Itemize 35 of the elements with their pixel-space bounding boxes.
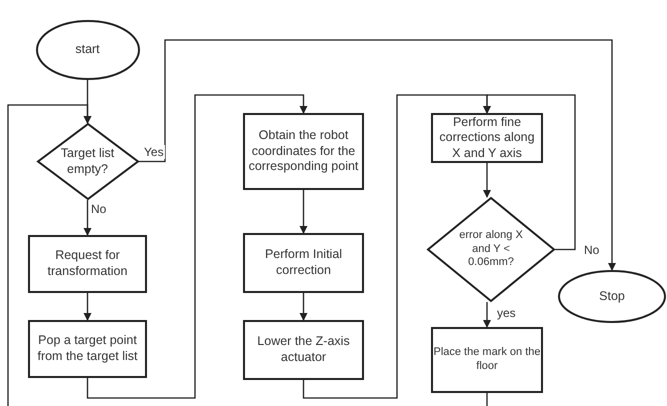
edge-label: Yes: [143, 145, 165, 159]
arrow: [7, 104, 92, 406]
arrow: [483, 163, 491, 198]
node-text: Pop a target point from the target list: [36, 333, 139, 365]
process-box: [431, 113, 543, 163]
process-box: [28, 235, 147, 293]
node-text: Perform fine corrections along X and Y axis: [438, 114, 536, 162]
process-box: [431, 327, 543, 393]
edge-label: No: [583, 243, 600, 257]
process-box: [243, 233, 364, 293]
arrow: [483, 302, 491, 328]
decision-diamond: [427, 197, 555, 302]
node-text: Stop: [599, 288, 625, 304]
arrow: [300, 293, 308, 321]
edge-label: No: [90, 202, 108, 216]
node-text: start: [75, 42, 100, 58]
arrow: [300, 190, 308, 234]
node-text: Obtain the robot coordinates for the corresponding point: [248, 128, 360, 175]
arrow: [84, 200, 92, 236]
node-text: Request for transformation: [46, 248, 128, 280]
process-box: [243, 113, 364, 190]
node-text: Perform Initial correction: [264, 247, 344, 279]
node-text: Target list empty?: [60, 146, 116, 178]
node-text: Place the mark on the floor: [433, 346, 541, 374]
arrow: [138, 39, 616, 271]
process-box: [243, 320, 364, 380]
arrow: [84, 293, 92, 321]
node-text: Lower the Z-axis actuator: [256, 334, 351, 366]
terminal-ellipse: [558, 270, 666, 323]
node-text: error along X and Y < 0.06mm?: [458, 228, 524, 270]
decision-diamond: [36, 123, 138, 200]
process-box: [28, 320, 147, 378]
arrow: [86, 94, 308, 399]
terminal-ellipse: [36, 20, 140, 80]
arrow: [483, 94, 576, 250]
